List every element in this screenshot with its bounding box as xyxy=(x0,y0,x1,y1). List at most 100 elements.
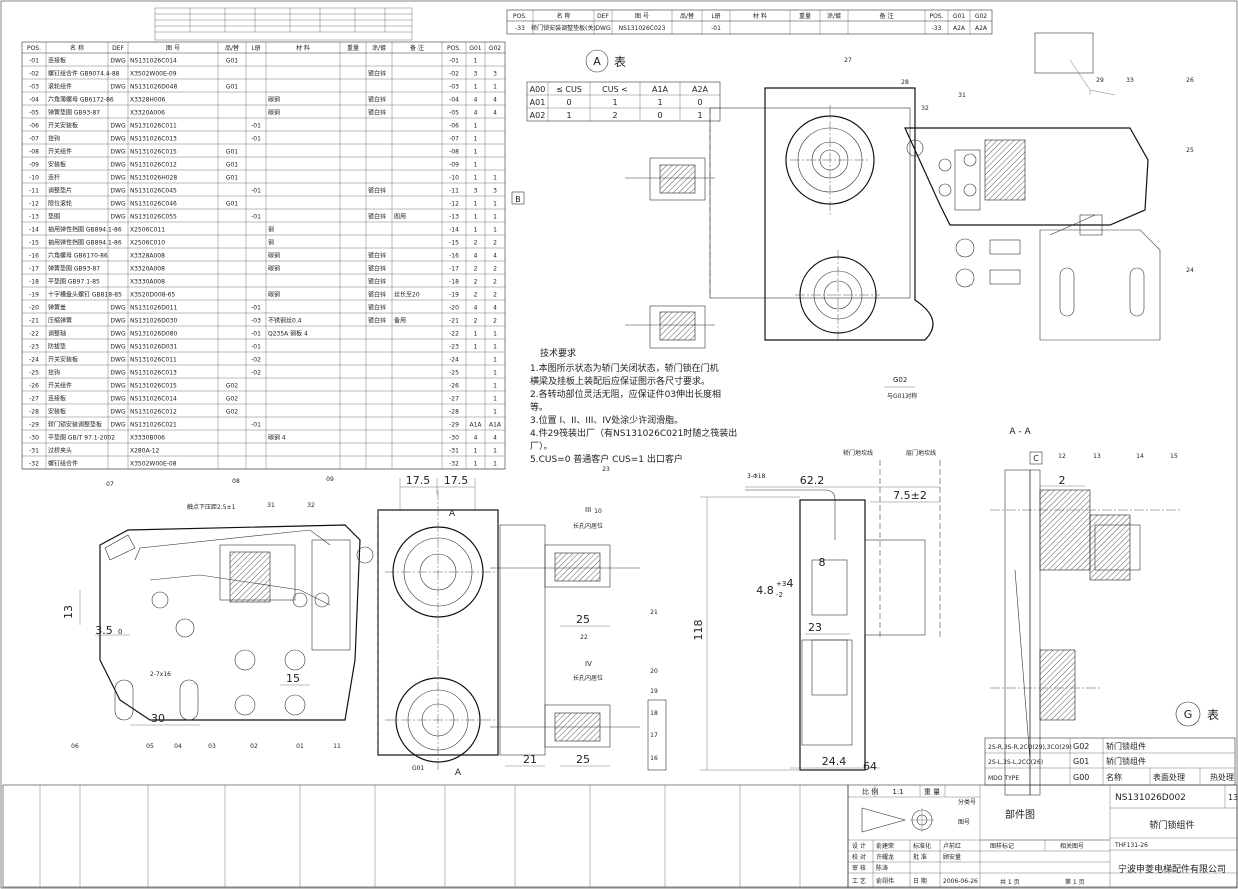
parts-cell: X3502W00E-09 xyxy=(130,71,177,78)
dim-3-5: 3.5 xyxy=(95,624,113,637)
parts-cell: 2 xyxy=(493,318,497,325)
top-cell: -01 xyxy=(711,25,721,32)
tech-note-line: 3.位置 I、II、III、IV处涂少许润滑脂。 xyxy=(530,414,683,426)
parts-cell: 滚轮组件 xyxy=(48,83,72,91)
parts-cell: -09 xyxy=(449,162,459,169)
parts-cell: X3328H006 xyxy=(130,97,166,104)
parts-cell: DWG xyxy=(110,84,126,91)
dim-25-upper: 25 xyxy=(576,613,590,626)
parts-cell: 镀白锌 xyxy=(368,96,386,104)
parts-cell: 弹簧盖 xyxy=(48,304,66,312)
parts-header-cell: 材 料 xyxy=(296,44,310,52)
parts-cell: G01 xyxy=(226,201,238,208)
parts-cell: 2 xyxy=(493,292,497,299)
parts-cell: -27 xyxy=(449,396,459,403)
parts-cell: -15 xyxy=(29,240,39,247)
dim-slot: 2-7x16 xyxy=(150,671,171,678)
parts-cell: NS131026C012 xyxy=(130,409,177,416)
parts-cell: NS131026C011 xyxy=(130,357,177,364)
callout-number: 08 xyxy=(232,478,240,485)
g-table-label: 表 xyxy=(1207,708,1219,722)
date-value: 2006-06-26 xyxy=(943,878,978,885)
scale-label: 比 例 xyxy=(862,787,878,796)
parts-cell: NS131026C012 xyxy=(130,162,177,169)
parts-cell: DWG xyxy=(110,136,126,143)
parts-cell: A1A xyxy=(489,422,502,429)
role-approve: 批 准 xyxy=(913,853,927,861)
tech-notes: 技术要求 1.本图所示状态为轿门关闭状态，轿门锁在门机横梁及挂板上装配后应保证图… xyxy=(530,347,737,465)
parts-cell: A1A xyxy=(469,422,482,429)
stamp-1: 分类号 xyxy=(958,798,976,806)
parts-cell: 镀白锌 xyxy=(368,187,386,195)
parts-cell: 1 xyxy=(474,331,478,338)
parts-cell: 镀白锌 xyxy=(368,278,386,286)
dim-0: 0 xyxy=(118,628,122,636)
role-process: 工 艺 xyxy=(852,877,866,885)
parts-cell: NS131026C046 xyxy=(130,201,177,208)
top-cell: -33 xyxy=(515,25,525,32)
parts-cell: 开关组件 xyxy=(48,148,72,156)
parts-cell: 2 xyxy=(474,279,478,286)
parts-cell: -21 xyxy=(449,318,459,325)
dim-64: 64 xyxy=(863,760,877,773)
g-table-cell: 热处理 xyxy=(1210,772,1234,782)
parts-cell: 1 xyxy=(493,396,497,403)
parts-cell: X3320A008 xyxy=(130,266,165,273)
callout-number: 06 xyxy=(71,743,79,750)
parts-cell: 2 xyxy=(474,292,478,299)
parts-cell: 2 xyxy=(493,279,497,286)
parts-cell: DWG xyxy=(110,383,126,390)
parts-cell: 3 xyxy=(493,188,497,195)
parts-cell: DWG xyxy=(110,344,126,351)
parts-cell: G01 xyxy=(226,58,238,65)
g-table-marker-text: G xyxy=(1184,708,1193,721)
parts-cell: -01 xyxy=(449,58,459,65)
parts-cell: -03 xyxy=(449,84,459,91)
parts-cell: 调整轴 xyxy=(48,330,66,338)
parts-cell: -25 xyxy=(29,370,39,377)
parts-cell: 4 xyxy=(474,253,478,260)
parts-cell: 平垫圈 GB/T 97.1-2002 xyxy=(48,434,115,442)
parts-cell: 1 xyxy=(493,370,497,377)
parts-header-cell: G01 xyxy=(469,45,481,52)
parts-cell: 1 xyxy=(474,227,478,234)
top-header-cell: G02 xyxy=(975,13,987,20)
parts-cell: -22 xyxy=(449,331,459,338)
dim-4: 4 xyxy=(787,577,794,590)
parts-cell: -26 xyxy=(449,383,459,390)
parts-cell: -05 xyxy=(449,110,459,117)
parts-cell: 3 xyxy=(474,71,478,78)
callout-number: 29 xyxy=(1096,77,1104,84)
dim-3-hole: 3-Φ18 xyxy=(747,473,766,480)
a-table-cell: 1 xyxy=(697,111,702,120)
parts-cell: 不锈钢丝0.4 xyxy=(268,317,302,325)
parts-cell: NS131026C015 xyxy=(130,149,177,156)
parts-cell: -03 xyxy=(29,84,39,91)
parts-cell: DWG xyxy=(110,409,126,416)
parts-cell: NS131026D031 xyxy=(130,344,177,351)
callout-number: 33 xyxy=(1126,77,1134,84)
parts-cell: DWG xyxy=(110,214,126,221)
a-table-cell: A02 xyxy=(530,111,546,120)
callout-number: 32 xyxy=(921,105,929,112)
parts-cell: NS131026C013 xyxy=(130,136,177,143)
parts-cell: 抽用弹性挡圈 GB894.1-86 xyxy=(48,239,122,247)
parts-cell: 镀白锌 xyxy=(368,304,386,312)
parts-cell: NS131026D011 xyxy=(130,305,177,312)
parts-header-cell: 备 注 xyxy=(410,44,424,52)
parts-cell: 安装板 xyxy=(48,408,66,416)
parts-cell: -20 xyxy=(29,305,39,312)
callout-number: 03 xyxy=(208,743,216,750)
parts-cell: 限位滚轮 xyxy=(48,200,72,208)
parts-cell: NS131026C014 xyxy=(130,58,177,65)
a-table-cell: 1 xyxy=(657,98,662,107)
parts-header-cell: 涂/镀 xyxy=(372,44,386,52)
parts-cell: -12 xyxy=(449,201,459,208)
dimension-texts: 17.5 17.5 25 25 21 30 15 13 3.5 0 62.2 7… xyxy=(62,473,1066,773)
parts-cell: 1 xyxy=(493,357,497,364)
parts-header-cell: DEF xyxy=(112,45,124,52)
a-table-cell: ≤ CUS xyxy=(556,85,582,94)
drawing-no: NS131026D002 xyxy=(1115,793,1186,803)
